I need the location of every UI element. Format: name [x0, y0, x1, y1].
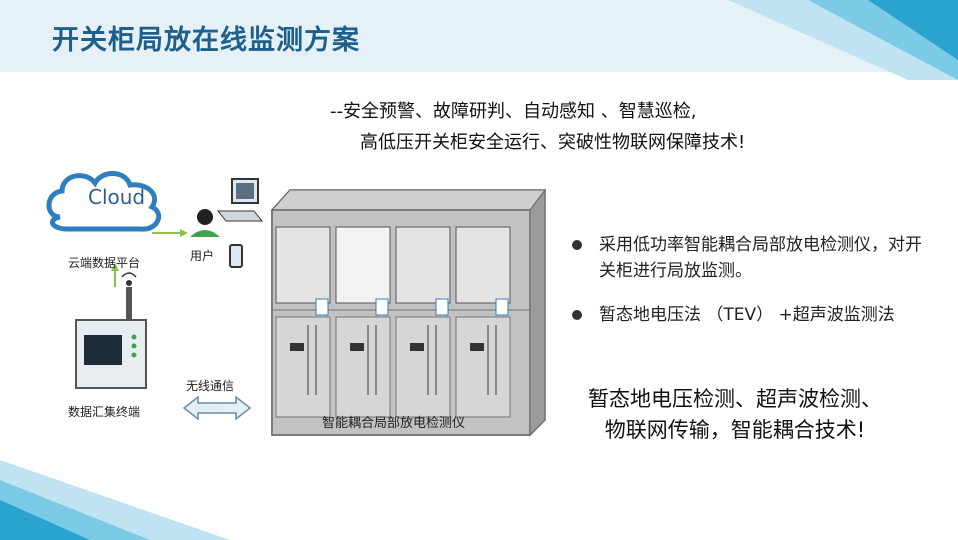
cloud-label: Cloud — [88, 185, 146, 209]
bullet-item: 暂态地电压法 （TEV） +超声波监测法 — [572, 302, 932, 328]
tagline-line-1: --安全预警、故障研判、自动感知 、智慧巡检, — [330, 101, 697, 122]
user-icon — [190, 209, 220, 237]
corner-decoration-top-right — [728, 0, 958, 80]
bullet-dot-icon — [572, 310, 582, 320]
cloud-icon — [46, 171, 162, 232]
corner-decoration-bottom-left — [0, 460, 230, 540]
bullet-dot-icon — [572, 240, 582, 250]
bullet-item: 采用低功率智能耦合局部放电检测仪，对开关柜进行局放监测。 — [572, 232, 932, 284]
summary-text: 暂态地电压检测、超声波检测、 物联网传输，智能耦合技术! — [560, 384, 910, 446]
tagline-line-2: 高低压开关柜安全运行、突破性物联网保障技术! — [360, 132, 746, 153]
bullet-text: 采用低功率智能耦合局部放电检测仪，对开关柜进行局放监测。 — [599, 235, 922, 281]
antenna-icon — [121, 272, 137, 321]
terminal-label: 数据汇集终端 — [68, 405, 141, 419]
switchgear-cabinet — [270, 188, 546, 437]
phone-icon — [229, 244, 243, 268]
data-terminal-icon — [75, 319, 147, 389]
page-title: 开关柜局放在线监测方案 — [52, 25, 360, 56]
cloud-platform-label: 云端数据平台 — [68, 256, 141, 270]
summary-line-2: 物联网传输，智能耦合技术! — [604, 418, 866, 442]
wireless-arrow — [182, 395, 252, 421]
bullet-list: 采用低功率智能耦合局部放电检测仪，对开关柜进行局放监测。 暂态地电压法 （TEV… — [572, 232, 932, 346]
wireless-label: 无线通信 — [186, 379, 235, 393]
computer-icon — [216, 178, 264, 222]
bullet-text: 暂态地电压法 （TEV） +超声波监测法 — [599, 305, 895, 325]
device-label: 智能耦合局部放电检测仪 — [322, 416, 466, 431]
summary-line-1: 暂态地电压检测、超声波检测、 — [588, 387, 882, 411]
user-label: 用户 — [190, 249, 215, 263]
system-diagram: Cloud 云端数据平台 用户 数据汇集终端 无线通信 智能耦合局部放电检测仪 — [40, 165, 560, 445]
diagram-graphics — [46, 171, 546, 437]
